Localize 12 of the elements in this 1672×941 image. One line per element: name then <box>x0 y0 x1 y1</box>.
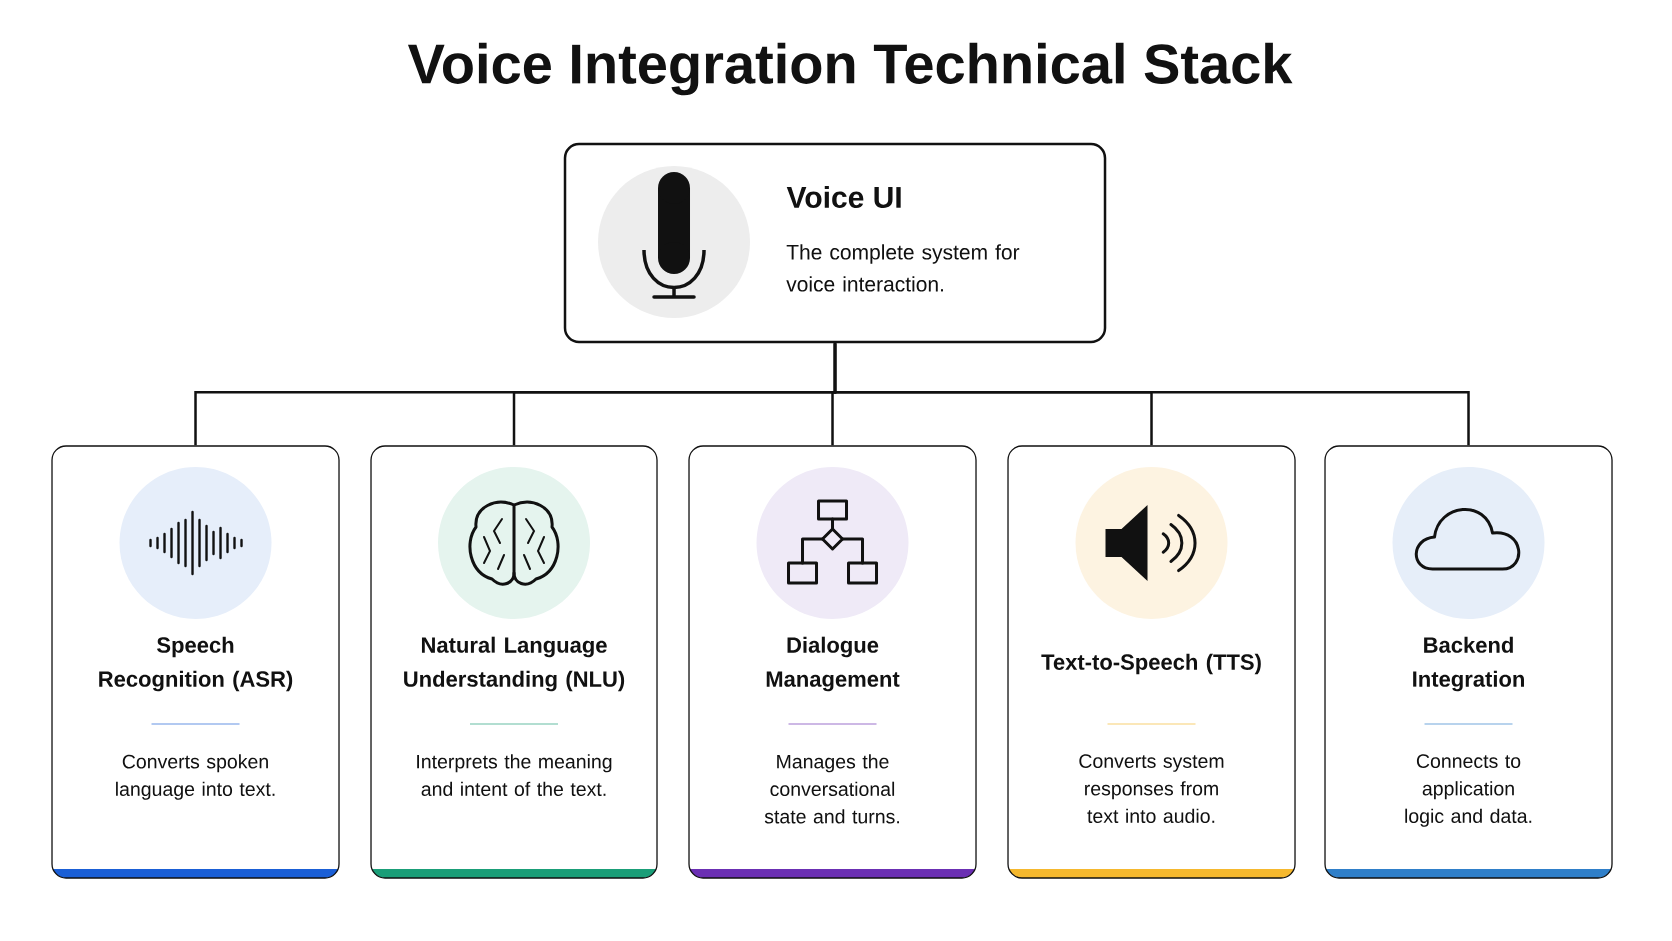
node-label: Dialogue Management <box>766 636 900 692</box>
node-label: Converts system responses from text into audio. <box>1079 754 1224 823</box>
node-label: Natural Language Understanding (NLU) <box>404 636 625 692</box>
node-label: Text-to-Speech (TTS) <box>1041 653 1261 675</box>
node-label: Manages the conversational state and turns. <box>764 754 899 824</box>
node-label: Interprets the meaning and intent of the text. <box>417 754 612 797</box>
node-label: Backend Integration <box>1413 636 1524 692</box>
node-label: Connects to application logic and data. <box>1405 754 1532 827</box>
node-label: Speech Recognition (ASR) <box>99 636 293 692</box>
title: Voice Integration Technical Stack <box>407 42 1293 96</box>
connector-line <box>833 343 1470 446</box>
node-label: Converts spoken language into text. <box>116 754 275 800</box>
